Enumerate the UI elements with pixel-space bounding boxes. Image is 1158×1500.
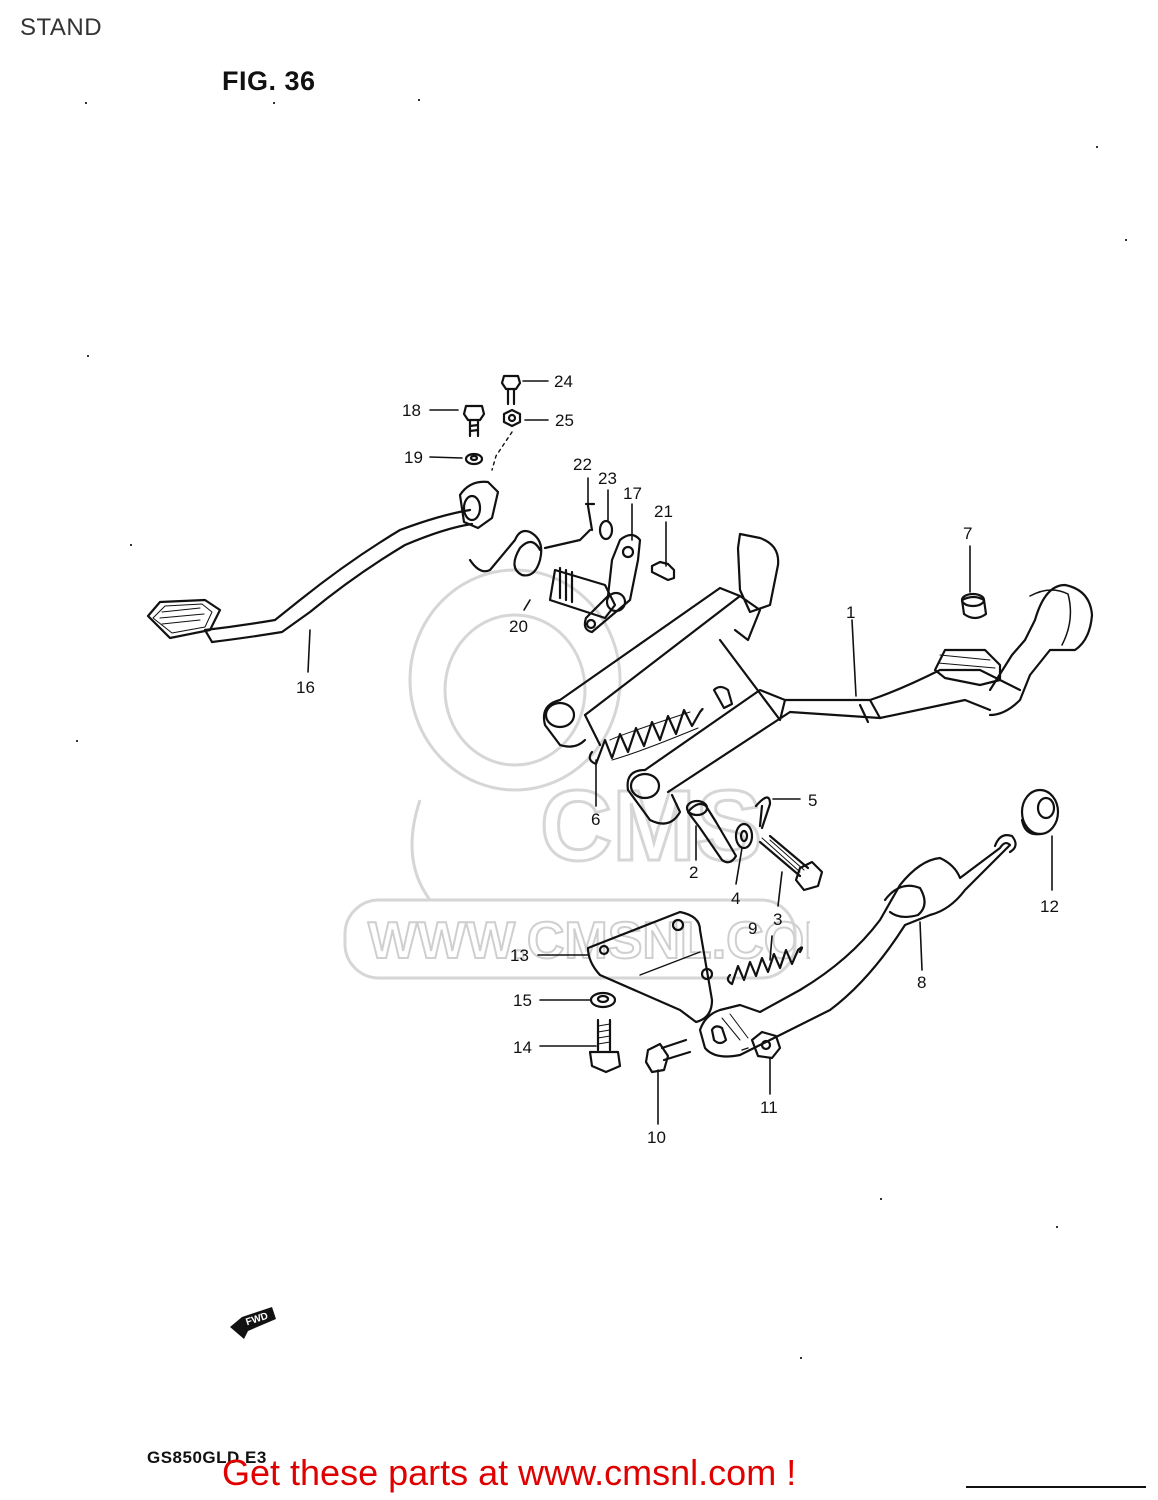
callout-17[interactable]: 17 — [623, 484, 642, 503]
part-pedal-bolt[interactable] — [462, 404, 486, 438]
part-bolt-14[interactable] — [588, 1018, 622, 1074]
buy-parts-link[interactable]: Get these parts at www.cmsnl.com ! — [222, 1452, 797, 1493]
model-code: GS850GLD E3 — [147, 1448, 267, 1467]
scan-speck — [85, 102, 87, 104]
part-return-spring[interactable] — [468, 528, 617, 620]
callout-1[interactable]: 1 — [846, 603, 855, 622]
scan-speck — [87, 355, 89, 357]
part-rubber-12[interactable] — [1020, 788, 1060, 836]
callout-4[interactable]: 4 — [731, 889, 740, 908]
scan-speck — [1125, 239, 1127, 241]
callout-18[interactable]: 18 — [402, 401, 421, 420]
part-stopper-7[interactable] — [960, 592, 988, 620]
scan-speck — [418, 99, 420, 101]
callout-14[interactable]: 14 — [513, 1038, 532, 1057]
part-bolt-24[interactable] — [500, 374, 522, 406]
callout-8[interactable]: 8 — [917, 973, 926, 992]
callout-15[interactable]: 15 — [513, 991, 532, 1010]
part-bracket-13[interactable] — [586, 910, 714, 1024]
watermark-mascot-arm — [410, 799, 432, 901]
watermark-url: WWW.CMSNL.COM — [368, 912, 810, 970]
callout-11[interactable]: 11 — [760, 1098, 778, 1117]
scan-speck — [800, 1357, 802, 1359]
scan-speck — [130, 544, 132, 546]
part-lever-17[interactable] — [583, 533, 642, 634]
figure-label: FIG. 36 — [222, 66, 316, 96]
watermark-url-pill — [343, 898, 797, 980]
cmsnl-watermark: CMS WWW.CMSNL.COM — [343, 568, 810, 980]
part-washer-4[interactable] — [734, 822, 754, 850]
callout-7[interactable]: 7 — [963, 524, 972, 543]
callout-16[interactable]: 16 — [296, 678, 315, 697]
callout-3[interactable]: 3 — [773, 910, 782, 929]
scan-speck — [1096, 146, 1098, 148]
part-cotter-pin-5[interactable] — [754, 796, 772, 830]
callout-leader-lines — [307, 380, 1053, 1125]
part-bolt-10[interactable] — [644, 1038, 692, 1074]
callout-25[interactable]: 25 — [555, 411, 574, 430]
part-brake-pedal[interactable] — [146, 480, 500, 644]
scan-speck — [1056, 1226, 1058, 1228]
callout-19[interactable]: 19 — [404, 448, 423, 467]
part-bolt-3[interactable] — [758, 834, 824, 892]
part-spring-9[interactable] — [726, 946, 804, 986]
part-washer-23[interactable] — [598, 519, 614, 541]
watermark-mascot-face — [443, 613, 587, 767]
part-pin-22[interactable] — [584, 502, 596, 532]
callout-5[interactable]: 5 — [808, 791, 817, 810]
callout-9[interactable]: 9 — [748, 919, 757, 938]
callout-10[interactable]: 10 — [647, 1128, 666, 1147]
callout-12[interactable]: 12 — [1040, 897, 1059, 916]
forward-direction-arrow-icon: FWD — [230, 1307, 276, 1339]
part-pedal-washer[interactable] — [464, 452, 484, 466]
watermark-logo: CMS — [540, 770, 762, 882]
part-nut-25[interactable] — [502, 408, 522, 428]
part-bolt-21[interactable] — [650, 560, 676, 582]
part-center-stand[interactable] — [542, 532, 1094, 825]
callout-labels: 1 2 3 4 5 6 7 8 9 10 11 12 13 15 14 16 1… — [296, 372, 1059, 1147]
callout-6[interactable]: 6 — [591, 810, 600, 829]
callout-21[interactable]: 21 — [654, 502, 673, 521]
part-side-stand[interactable] — [698, 834, 1017, 1058]
scan-speck — [880, 1198, 882, 1200]
callout-23[interactable]: 23 — [598, 469, 617, 488]
page-title: STAND — [20, 14, 103, 41]
part-nut-11[interactable] — [750, 1030, 782, 1060]
callout-20[interactable]: 20 — [509, 617, 528, 636]
callout-24[interactable]: 24 — [554, 372, 573, 391]
scan-speck — [273, 102, 275, 104]
part-collar-2[interactable] — [685, 799, 738, 864]
footer-rule — [966, 1486, 1146, 1488]
callout-2[interactable]: 2 — [689, 863, 698, 882]
part-washer-15[interactable] — [589, 991, 617, 1009]
callout-22[interactable]: 22 — [573, 455, 592, 474]
scan-speck — [76, 740, 78, 742]
callout-13[interactable]: 13 — [510, 946, 529, 965]
part-spring-6[interactable] — [588, 707, 704, 766]
